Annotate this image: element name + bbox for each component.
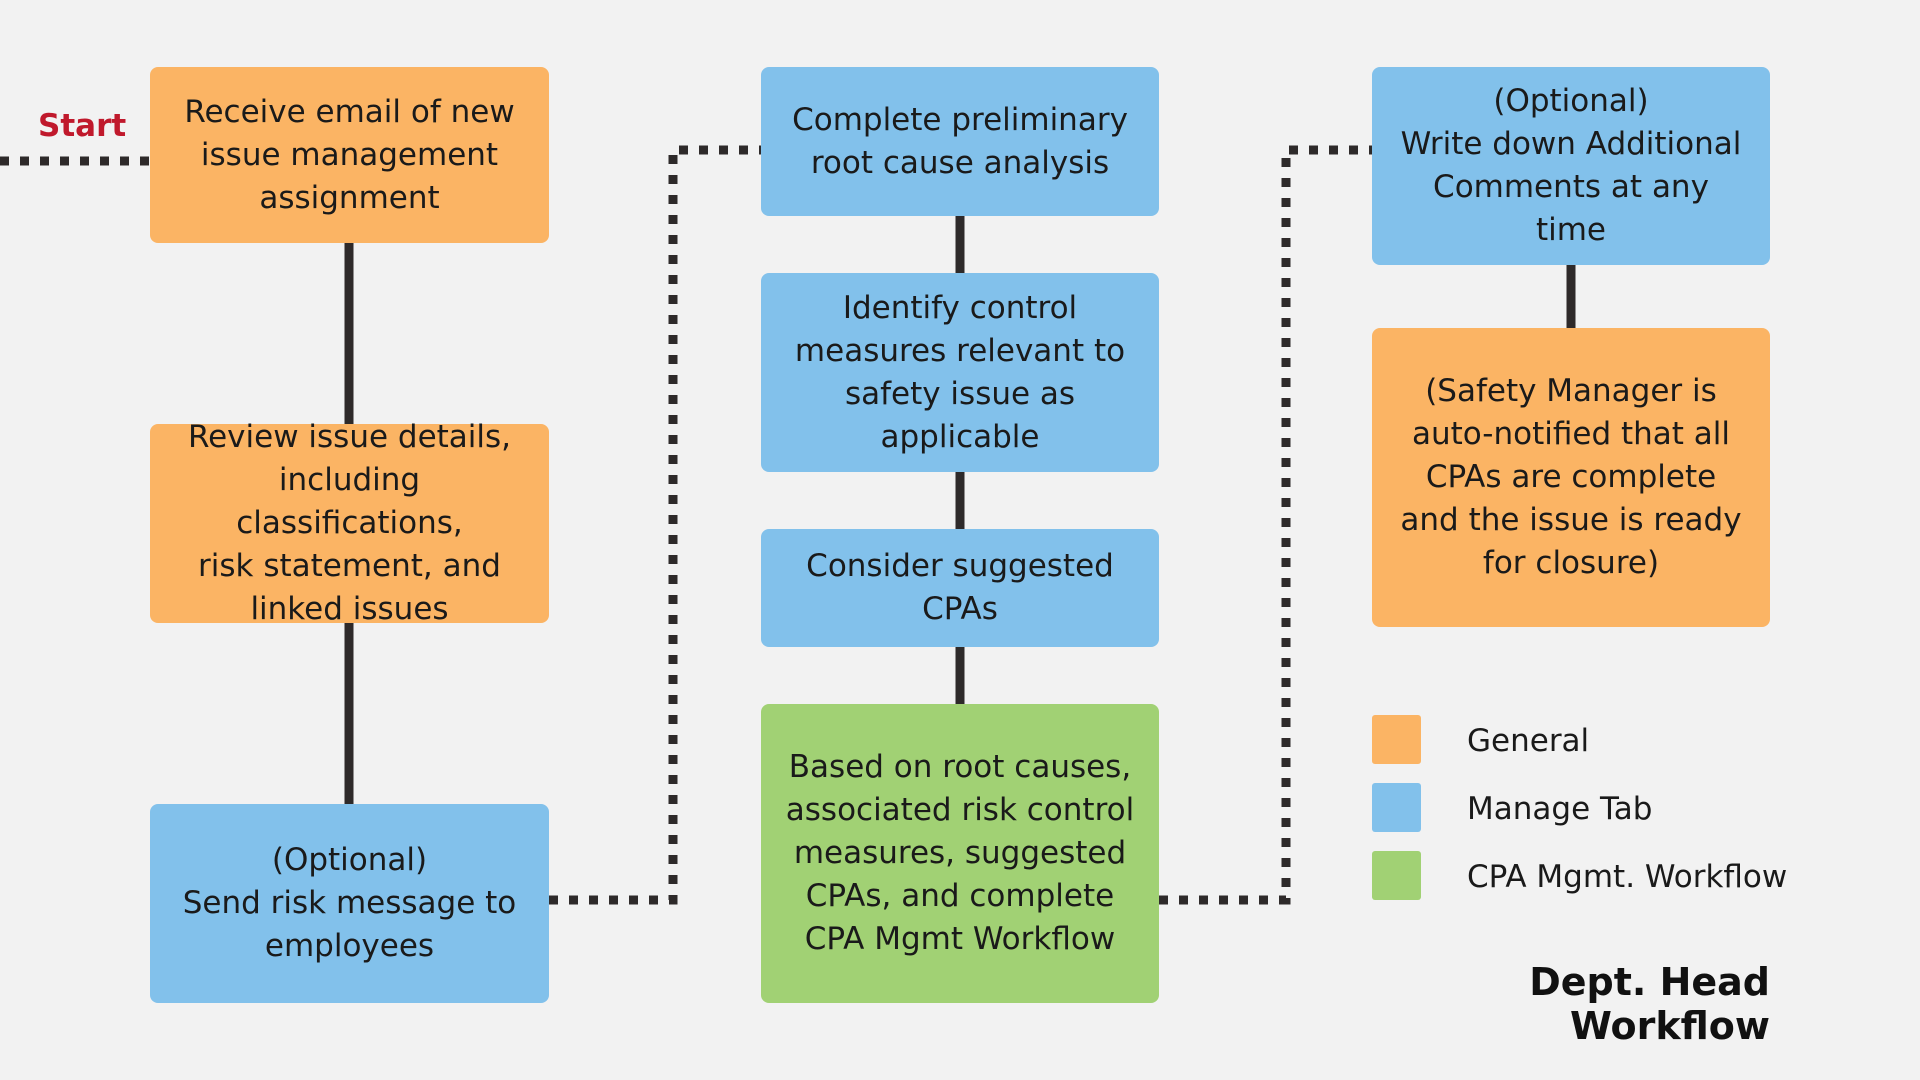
step-complete-cpa-workflow: Based on root causes, associated risk co… (761, 704, 1159, 1003)
dotted-cpa-to-comments (1159, 145, 1372, 905)
step-send-risk-message: (Optional) Send risk message to employee… (150, 804, 549, 1003)
start-label: Start (38, 108, 127, 144)
dotted-connectors (0, 145, 1372, 905)
legend-swatch-manage-tab (1372, 783, 1421, 832)
step-receive-email: Receive email of new issue management as… (150, 67, 549, 243)
dotted-send-to-rca (549, 145, 761, 905)
diagram-title: Dept. Head Workflow (1529, 960, 1770, 1048)
legend-swatch-cpa-workflow (1372, 851, 1421, 900)
step-consider-cpas: Consider suggested CPAs (761, 529, 1159, 647)
legend-label-cpa-workflow: CPA Mgmt. Workflow (1467, 859, 1788, 895)
step-review-issue: Review issue details, including classifi… (150, 419, 549, 627)
legend-label-general: General (1467, 723, 1590, 759)
step-additional-comments: (Optional) Write down Additional Comment… (1372, 67, 1770, 265)
step-identify-controls: Identify control measures relevant to sa… (761, 273, 1159, 472)
legend-label-manage-tab: Manage Tab (1467, 791, 1653, 827)
step-preliminary-root-cause: Complete preliminary root cause analysis (761, 67, 1159, 216)
step-auto-notified: (Safety Manager is auto-notified that al… (1372, 328, 1770, 627)
legend-swatch-general (1372, 715, 1421, 764)
solid-connectors (344, 216, 1576, 804)
